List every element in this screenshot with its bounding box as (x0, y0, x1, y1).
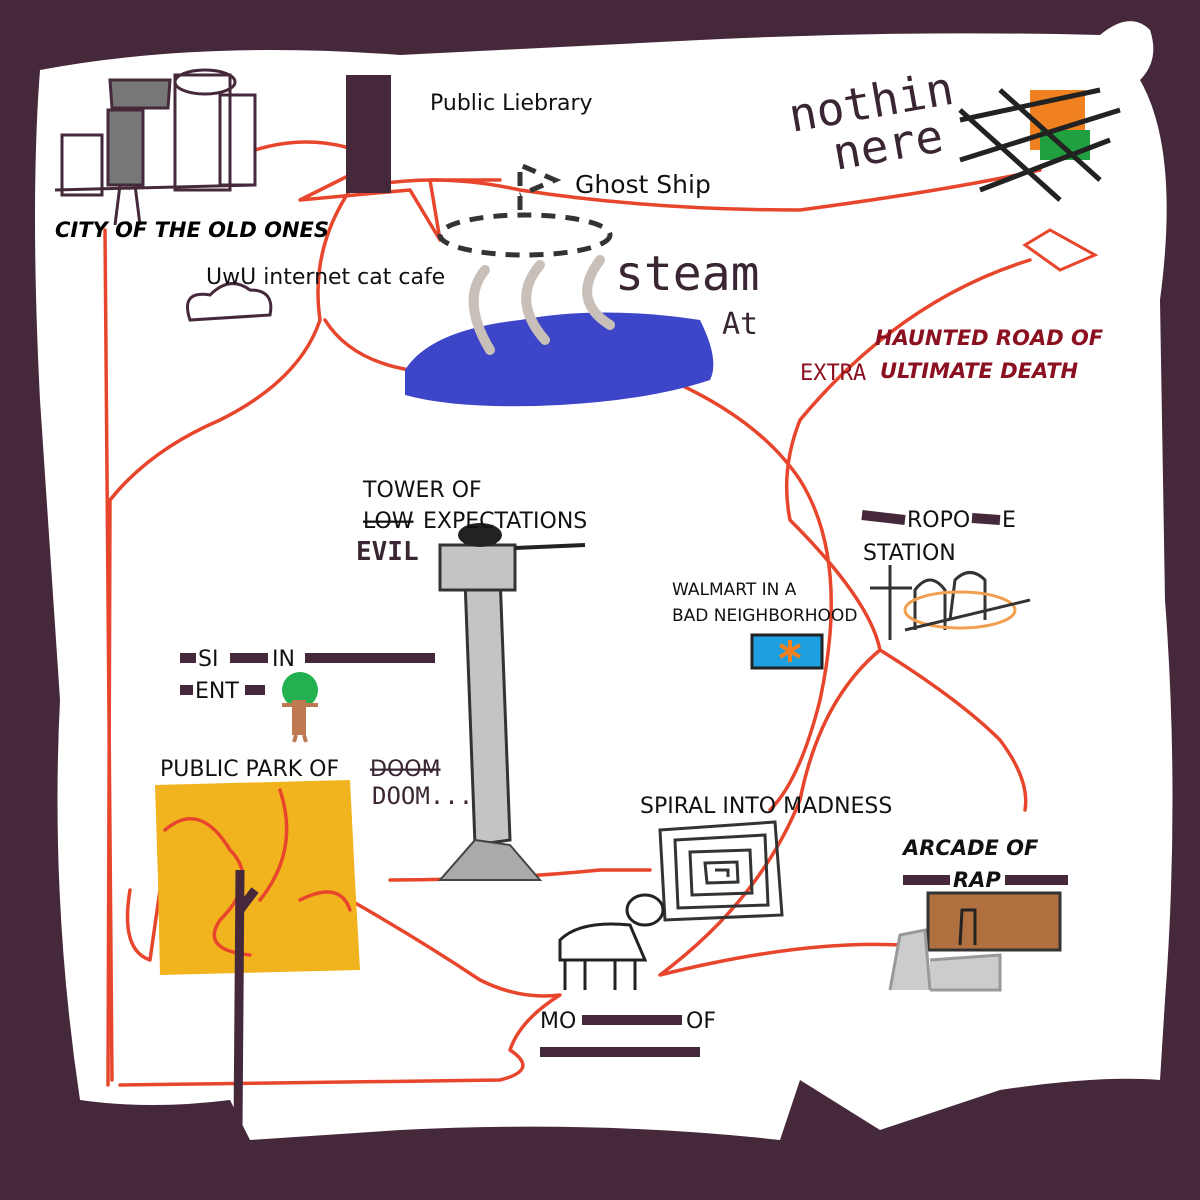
label-sign-2: ENT (195, 679, 239, 704)
scribble (861, 510, 906, 525)
label-sign-1b: IN (272, 647, 295, 672)
label-park-struck: DOOM (370, 757, 441, 782)
scribble (180, 653, 435, 695)
spiral-drawing (658, 820, 784, 922)
label-park-doom: DOOM... (372, 782, 473, 810)
tree-creature-drawing (282, 672, 318, 743)
label-police-2: STATION (863, 541, 956, 566)
warning-sign-icon (1022, 228, 1099, 272)
label-arcade-2: RAP (953, 868, 1001, 892)
label-city: CITY OF THE OLD ONES (55, 218, 329, 242)
label-steam-pit: At (722, 307, 758, 342)
label-monument-1a: MO (540, 1009, 576, 1034)
label-steam: steam (615, 246, 760, 302)
label-tower-1: TOWER OF (362, 478, 482, 503)
label-arcade-1: ARCADE OF (901, 836, 1039, 860)
label-haunted-1: HAUNTED ROAD OF (875, 326, 1104, 350)
label-haunted-2: ULTIMATE DEATH (880, 359, 1079, 383)
arcade-door (958, 908, 977, 946)
graveyard-drawing (870, 565, 1031, 640)
label-police-1b: E (1002, 508, 1016, 533)
label-tower-2: EXPECTATIONS (423, 509, 587, 534)
city-of-old-ones-drawing (54, 68, 257, 226)
label-library: Public Liebrary (430, 91, 593, 116)
cloud-icon (186, 282, 273, 322)
label-walmart-1: WALMART IN A (672, 580, 797, 600)
dead-tree (233, 869, 259, 1131)
library-building (346, 75, 391, 193)
scribble (971, 513, 1001, 525)
label-walmart-2: BAD NEIGHBORHOOD (672, 606, 857, 626)
ghost-ship-drawing (437, 161, 613, 258)
label-spiral: SPIRAL INTO MADNESS (640, 794, 892, 819)
gray-rubble (888, 928, 1002, 992)
label-ghost-ship: Ghost Ship (575, 170, 711, 199)
label-monument-1b: OF (686, 1009, 716, 1034)
park-area (155, 780, 360, 975)
label-tower-evil: EVIL (356, 537, 419, 567)
spotted-creature-drawing (558, 893, 665, 990)
label-haunted-extra: EXTRA (800, 361, 866, 386)
walmart-spark-icon (778, 640, 802, 662)
label-cat-cafe: UwU internet cat cafe (206, 265, 445, 290)
label-sign-1a: SI (198, 647, 218, 672)
label-police-1: ROPO (907, 508, 970, 533)
tower-drawing (437, 523, 586, 881)
scribble (540, 1015, 700, 1057)
label-tower-2-struck: LOW (363, 509, 414, 534)
scribbled-out-area (958, 87, 1121, 202)
label-park: PUBLIC PARK OF (160, 757, 339, 782)
arcade-building (926, 891, 1062, 952)
steam-plumes (468, 255, 615, 355)
